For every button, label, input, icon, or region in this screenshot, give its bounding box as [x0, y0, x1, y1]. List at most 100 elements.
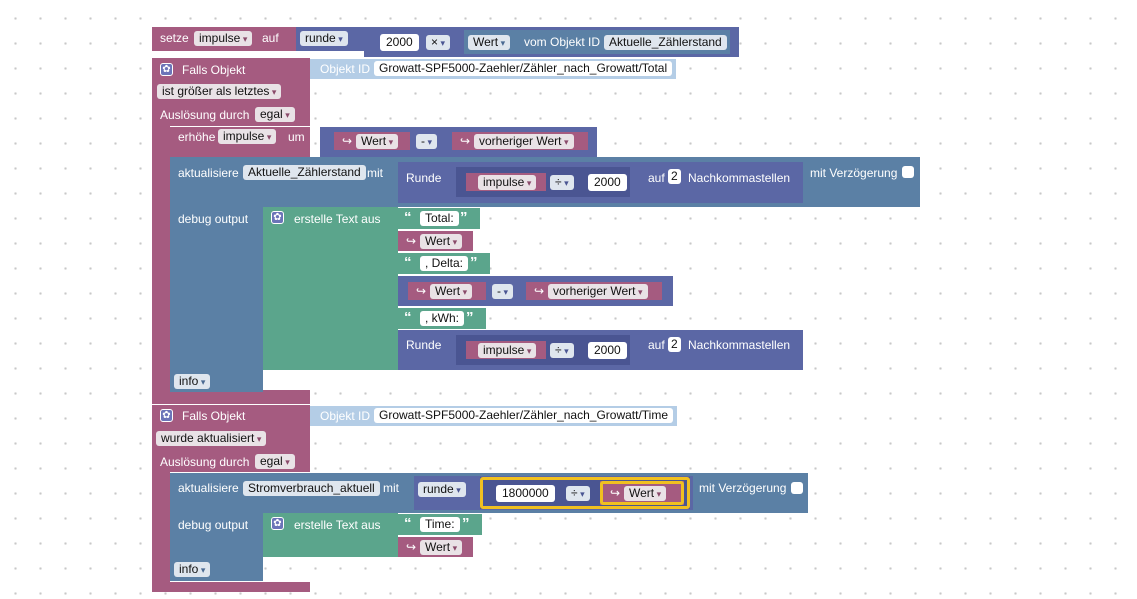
value-arrow-icon: ↪	[406, 540, 417, 554]
update1-delay-checkbox[interactable]	[902, 166, 914, 178]
increase-value1-dropdown[interactable]: Wert	[356, 134, 399, 149]
update1-decimals[interactable]: 2	[668, 169, 681, 184]
value-arrow-icon: ↪	[416, 284, 427, 298]
trigger1-objectid-field[interactable]: Growatt-SPF5000-Zaehler/Zähler_nach_Grow…	[374, 61, 673, 76]
debug1-var-block[interactable]: impulse	[466, 341, 546, 359]
multiply-op-dropdown[interactable]: ×	[426, 35, 451, 50]
set-to-label: auf	[262, 31, 279, 45]
increase-label: erhöhe	[178, 130, 216, 144]
debug1-divide-block[interactable]: impulse ÷ 2000	[456, 335, 630, 365]
update1-var-dropdown[interactable]: impulse	[478, 175, 537, 190]
increase-value2-block[interactable]: ↪ vorheriger Wert	[452, 132, 588, 150]
increase-variable-dropdown[interactable]: impulse	[218, 129, 277, 144]
trigger1-block[interactable]: ✿ Falls Objekt ist größer als letztes Au…	[152, 58, 310, 126]
trigger2-condition-dropdown[interactable]: wurde aktualisiert	[156, 431, 267, 446]
update2-with-label: mit	[383, 481, 399, 495]
update2-divide-block[interactable]: 1800000 ÷ ↪ Wert	[480, 477, 690, 509]
update1-op-dropdown[interactable]: ÷	[550, 175, 574, 190]
value-arrow-icon: ↪	[342, 134, 353, 148]
debug2-val1-dropdown[interactable]: Wert	[420, 540, 463, 555]
debug1-val2b-block[interactable]: ↪ vorheriger Wert	[526, 282, 662, 300]
increase-by-label: um	[288, 130, 305, 144]
debug1-block[interactable]: debug output info	[170, 207, 263, 392]
update1-number[interactable]: 2000	[588, 174, 627, 191]
gear-icon[interactable]: ✿	[160, 63, 173, 76]
update2-val-dropdown[interactable]: Wert	[624, 486, 667, 501]
debug1-op-dropdown[interactable]: -	[492, 284, 514, 299]
increase-op-dropdown[interactable]: -	[416, 134, 438, 149]
debug1-val2a-block[interactable]: ↪ Wert	[408, 282, 486, 300]
value-arrow-icon: ↪	[610, 486, 621, 500]
trigger1-condition-dropdown[interactable]: ist größer als letztes	[157, 84, 282, 99]
gear-icon[interactable]: ✿	[160, 409, 173, 422]
debug2-label: debug output	[178, 518, 249, 532]
update2-number[interactable]: 1800000	[496, 485, 555, 502]
debug1-val1-dropdown[interactable]: Wert	[420, 234, 463, 249]
quote-icon: ”	[466, 309, 474, 326]
multiply-block[interactable]: 2000 × Wert vom Objekt ID Aktuelle_Zähle…	[364, 27, 739, 57]
update2-target-field[interactable]: Stromverbrauch_aktuell	[243, 481, 380, 496]
update1-target-field[interactable]: Aktuelle_Zählerstand	[243, 165, 366, 180]
gear-icon[interactable]: ✿	[271, 517, 284, 530]
debug1-text3-block[interactable]: “ , kWh: ”	[398, 308, 486, 329]
set-variable-block[interactable]: setze impulse auf runde	[152, 27, 364, 51]
trigger1-trigger-label: Auslösung durch	[160, 108, 250, 122]
value-arrow-icon: ↪	[534, 284, 545, 298]
debug2-text1-field[interactable]: Time:	[420, 517, 460, 532]
debug2-val1-block[interactable]: ↪ Wert	[398, 537, 473, 557]
increase-minus-block[interactable]: ↪ Wert - ↪ vorheriger Wert	[320, 127, 597, 157]
get-value-block[interactable]: Wert vom Objekt ID Aktuelle_Zählerstand	[464, 30, 730, 54]
increase-value2-dropdown[interactable]: vorheriger Wert	[474, 134, 574, 149]
update2-label: aktualisiere	[178, 481, 239, 495]
debug2-level-dropdown[interactable]: info	[174, 562, 211, 577]
update1-var-block[interactable]: impulse	[466, 173, 546, 191]
trigger2-block[interactable]: ✿ Falls Objekt wurde aktualisiert Auslös…	[152, 405, 310, 472]
quote-icon: “	[404, 515, 412, 532]
update2-delay-checkbox[interactable]	[791, 482, 803, 494]
debug1-text3-field[interactable]: , kWh:	[420, 311, 465, 326]
round-op-block[interactable]: runde	[296, 27, 364, 51]
quote-icon: ”	[470, 254, 478, 271]
debug1-minus-block[interactable]: ↪ Wert - ↪ vorheriger Wert	[398, 276, 673, 306]
debug1-level-dropdown[interactable]: info	[174, 374, 211, 389]
debug1-val2b-dropdown[interactable]: vorheriger Wert	[548, 284, 648, 299]
debug1-var-dropdown[interactable]: impulse	[478, 343, 537, 358]
update1-round-block[interactable]: Runde impulse ÷ 2000 auf 2 Nachkommastel…	[398, 162, 803, 203]
debug1-text2-field[interactable]: , Delta:	[420, 256, 469, 271]
debug1-number[interactable]: 2000	[588, 342, 627, 359]
update2-val-block[interactable]: ↪ Wert	[600, 481, 684, 505]
update2-round-dropdown[interactable]: runde	[418, 482, 466, 497]
debug1-round-block[interactable]: Runde impulse ÷ 2000 auf 2 Nachkommastel…	[398, 330, 803, 370]
debug1-text2-block[interactable]: “ , Delta: ”	[398, 253, 490, 274]
multiply-number[interactable]: 2000	[380, 34, 419, 51]
update2-round-block[interactable]: runde 1800000 ÷ ↪ Wert	[414, 476, 693, 510]
debug2-block[interactable]: debug output info	[170, 513, 263, 581]
debug1-decimals[interactable]: 2	[668, 337, 681, 352]
trigger2-objectid-label: Objekt ID	[320, 409, 371, 423]
update2-op-dropdown[interactable]: ÷	[566, 486, 590, 501]
increase-value1-block[interactable]: ↪ Wert	[334, 132, 410, 150]
debug1-text1-field[interactable]: Total:	[420, 211, 459, 226]
trigger1-trigger-dropdown[interactable]: egal	[255, 107, 295, 122]
object-name-field[interactable]: Aktuelle_Zählerstand	[604, 35, 727, 50]
debug2-text1-block[interactable]: “ Time: ”	[398, 514, 482, 535]
value-field-dropdown[interactable]: Wert	[468, 35, 511, 50]
trigger1-label: Falls Objekt	[182, 63, 246, 77]
trigger2-objectid-block[interactable]: Objekt ID Growatt-SPF5000-Zaehler/Zähler…	[310, 406, 677, 426]
debug1-val2a-dropdown[interactable]: Wert	[430, 284, 473, 299]
set-variable-dropdown[interactable]: impulse	[194, 31, 253, 46]
update1-divide-block[interactable]: impulse ÷ 2000	[456, 167, 630, 197]
trigger1-objectid-block[interactable]: Objekt ID Growatt-SPF5000-Zaehler/Zähler…	[310, 59, 676, 79]
trigger2-spine	[152, 472, 170, 592]
update1-to-label: auf	[648, 171, 665, 185]
gear-icon[interactable]: ✿	[271, 211, 284, 224]
debug2-text-join-block[interactable]: ✿ erstelle Text aus	[263, 513, 398, 557]
debug1-op2-dropdown[interactable]: ÷	[550, 343, 574, 358]
trigger2-trigger-dropdown[interactable]: egal	[255, 454, 295, 469]
debug1-text1-block[interactable]: “ Total: ”	[398, 208, 480, 229]
round-op-dropdown[interactable]: runde	[300, 31, 348, 46]
debug1-text-join-block[interactable]: ✿ erstelle Text aus	[263, 207, 398, 370]
trigger2-objectid-field[interactable]: Growatt-SPF5000-Zaehler/Zähler_nach_Grow…	[374, 408, 674, 423]
debug1-val1-block[interactable]: ↪ Wert	[398, 231, 473, 251]
increase-block[interactable]: erhöhe impulse um	[170, 127, 310, 157]
